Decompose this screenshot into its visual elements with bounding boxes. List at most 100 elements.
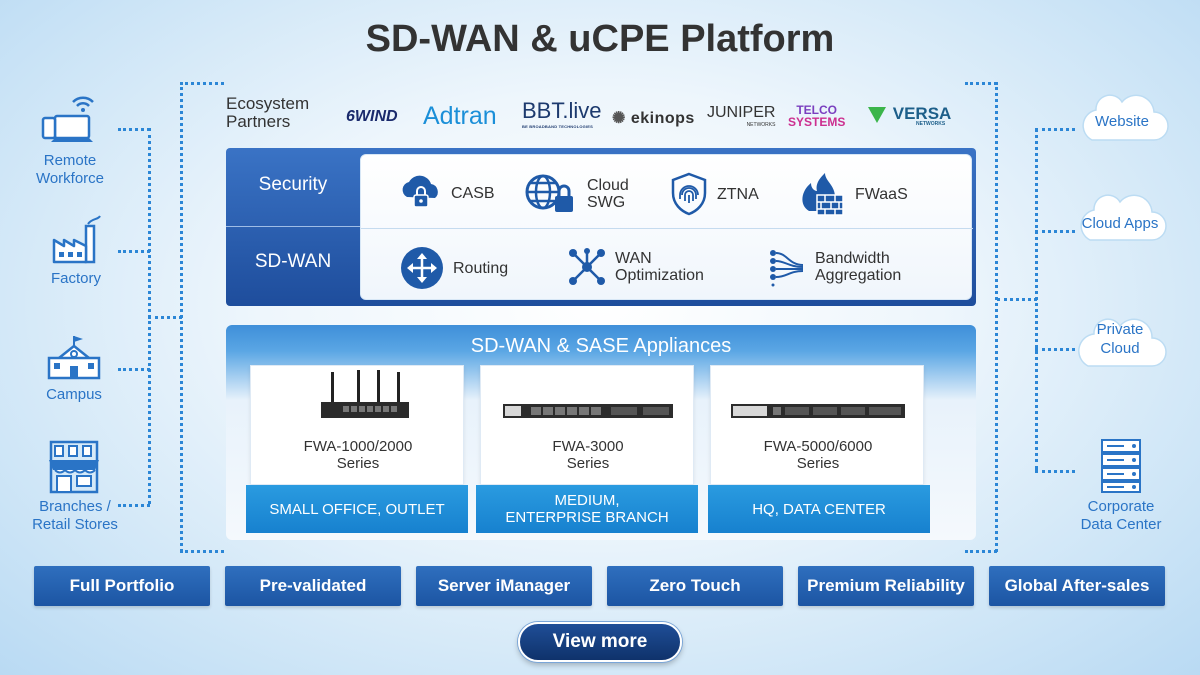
left-bracket-top: [180, 82, 224, 85]
right-connector-2: [1035, 230, 1075, 233]
appliances-title: SD-WAN & SASE Appliances: [470, 335, 732, 357]
feature-label-group: WAN Optimization: [615, 250, 704, 284]
ecosystem-label: Ecosystem Partners: [226, 95, 309, 131]
left-item-label: Remote: [43, 152, 97, 169]
network-nodes-icon: [569, 248, 605, 285]
feature-ztna: ZTNA: [669, 171, 759, 217]
right-item-label: Corporate: [1087, 498, 1155, 515]
feature-divider: [361, 228, 973, 229]
left-bracket-bottom: [180, 550, 224, 553]
feature-label: CASB: [451, 184, 495, 202]
right-connector-mid: [997, 298, 1037, 301]
feature-fwaas: FWaaS: [795, 171, 908, 217]
highlight-server-imanager: Server iManager: [416, 566, 592, 606]
feature-label: Bandwidth: [815, 250, 890, 267]
left-item-label: Factory: [50, 270, 101, 287]
right-connector-1: [1035, 128, 1075, 131]
segment-label-line: MEDIUM,: [554, 492, 620, 509]
feature-label: WAN: [615, 250, 652, 267]
feature-label: SWG: [587, 194, 626, 211]
partner-logo-text: BBT.live: [522, 98, 602, 123]
feature-panel: CASB Cloud SWG ZTNA: [360, 154, 973, 300]
cloud-apps: Cloud Apps: [1072, 186, 1168, 246]
view-more-button[interactable]: View more: [518, 622, 682, 662]
security-label: Security: [258, 174, 328, 195]
partner-logo-adtran: Adtran: [423, 102, 497, 130]
partner-logo-text: ekinops: [630, 110, 695, 127]
bandwidth-lines-icon: [770, 250, 804, 287]
highlight-zero-touch: Zero Touch: [607, 566, 783, 606]
cloud-label: Private: [1096, 321, 1144, 338]
firewall-icon: [802, 173, 844, 216]
appliance-name-line: FWA-3000: [552, 438, 624, 455]
cloud-icon: [1080, 194, 1167, 241]
segment-label: MEDIUM, ENTERPRISE BRANCH: [476, 485, 698, 533]
appliance-name-line: FWA-5000/6000: [763, 438, 873, 455]
feature-label-group: Bandwidth Aggregation: [815, 250, 901, 284]
partner-logo-juniper: JUNIPER NETWORKS: [707, 104, 775, 128]
appliance-card[interactable]: FWA-3000 Series: [480, 365, 694, 485]
factory-icon: [52, 215, 101, 264]
left-connector-3: [118, 368, 150, 371]
left-item-campus: Campus: [24, 332, 124, 404]
server-rack-icon: [1101, 439, 1141, 493]
left-connector-mid: [148, 316, 182, 319]
router-arrows-icon: [401, 247, 443, 289]
partner-logo-text: TELCO: [796, 103, 838, 117]
cloud-label: Cloud Apps: [1081, 215, 1159, 232]
partner-logo-sub: NETWORKS: [916, 121, 946, 127]
store-icon: [49, 440, 99, 494]
right-bracket-top: [965, 82, 997, 85]
globe-lock-icon: [525, 174, 573, 212]
partner-logo-versa: VERSA NETWORKS: [868, 104, 951, 127]
right-bracket: [995, 82, 998, 552]
appliance-name-line: Series: [796, 455, 840, 472]
appliance-name-line: Series: [566, 455, 610, 472]
appliance-card[interactable]: FWA-1000/2000 Series: [250, 365, 464, 485]
left-item-label: Branches /: [39, 498, 111, 515]
feature-label: ZTNA: [717, 185, 759, 203]
ecosystem-label-line: Ecosystem: [226, 94, 310, 113]
shield-fingerprint-icon: [671, 172, 707, 216]
right-item-label: Data Center: [1080, 516, 1162, 533]
feature-label: Optimization: [615, 267, 704, 284]
cloud-website: Website: [1074, 86, 1170, 146]
partner-logo-6wind: 6WIND: [346, 108, 398, 125]
feature-label: Aggregation: [815, 267, 902, 284]
feature-routing: Routing: [399, 245, 508, 291]
panel-divider: [226, 226, 360, 227]
versa-mark-icon: [868, 106, 886, 123]
segment-label-line: HQ, DATA CENTER: [752, 500, 886, 518]
left-item-factory: Factory: [26, 214, 126, 288]
segment-label: HQ, DATA CENTER: [708, 485, 930, 533]
rack-appliance-icon: [731, 404, 905, 418]
cloud-icon: [1078, 318, 1167, 367]
appliances-panel: SD-WAN & SASE Appliances FWA-1000/2000 S…: [226, 325, 976, 540]
ecosystem-label-line: Partners: [226, 112, 291, 131]
segment-label-line: SMALL OFFICE, OUTLET: [269, 500, 445, 518]
left-connector-2: [118, 250, 150, 253]
feature-bandwidth-aggregation: Bandwidth Aggregation: [769, 247, 901, 287]
left-connector-4: [118, 504, 150, 507]
partner-logo-text: SYSTEMS: [788, 115, 846, 129]
appliance-card[interactable]: FWA-5000/6000 Series: [710, 365, 924, 485]
rack-appliance-icon: [503, 404, 673, 418]
right-bracket-bottom: [965, 550, 997, 553]
feature-casb: CASB: [399, 173, 495, 213]
partner-logo-text: JUNIPER: [707, 104, 776, 121]
appliance-name: FWA-5000/6000 Series: [711, 438, 925, 472]
laptop-wifi-icon: [41, 96, 94, 142]
appliance-name: FWA-3000 Series: [481, 438, 695, 472]
left-item-label: Workforce: [35, 170, 105, 187]
partner-logo-sub: BE BROADBAND TECHNOLOGIES: [522, 124, 594, 129]
school-icon: [47, 336, 101, 380]
segment-label: SMALL OFFICE, OUTLET: [246, 485, 468, 533]
security-sdwan-panel: Security SD-WAN CASB Cloud SWG: [226, 148, 976, 306]
cloud-icon: [1082, 94, 1169, 141]
highlight-full-portfolio: Full Portfolio: [34, 566, 210, 606]
appliance-name: FWA-1000/2000 Series: [251, 438, 465, 472]
right-connector-4: [1035, 470, 1075, 473]
cloud-label: Cloud: [1100, 340, 1140, 357]
segment-label-line: ENTERPRISE BRANCH: [505, 509, 669, 526]
appliance-name-line: FWA-1000/2000: [303, 438, 413, 455]
